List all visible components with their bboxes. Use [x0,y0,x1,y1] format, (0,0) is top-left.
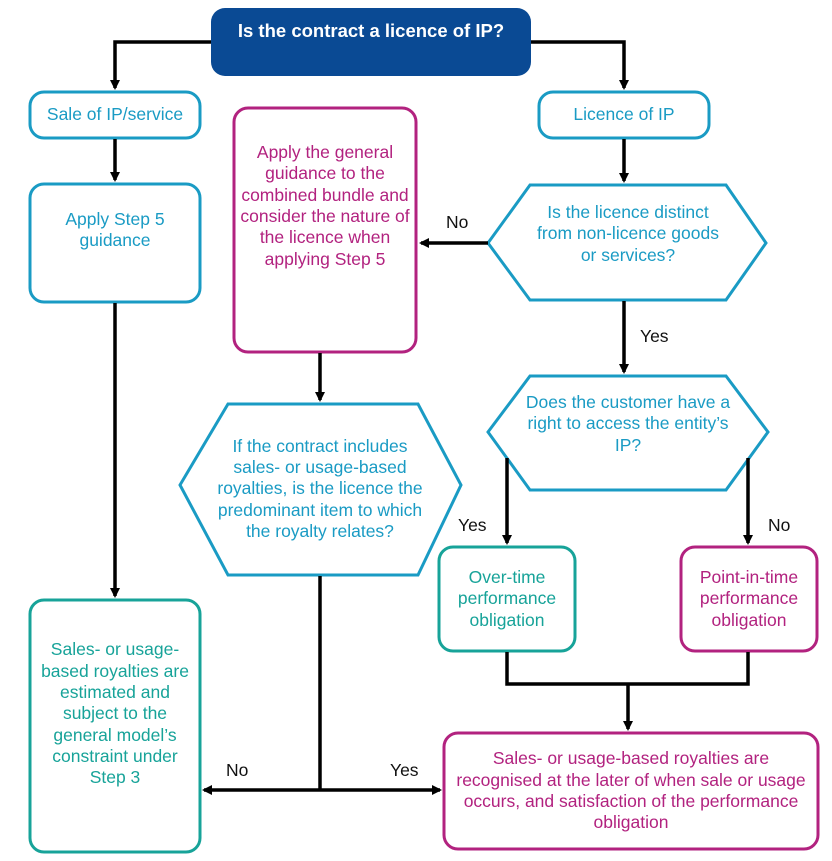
edge-label-access-yes: Yes [458,515,487,535]
predominant-node-text: If the contract includes sales- or usage… [217,435,423,542]
connectors [110,40,753,795]
header-question-text: Is the contract a licence of IP? [237,19,505,41]
sale-box-shape [28,90,202,140]
edge-label-predominant-no: No [226,760,249,780]
distinct-node-text: Is the licence distinct from non-licence… [537,201,719,265]
arrow-question-to-licence [531,40,629,90]
apply-general-node-text: Apply the general guidance to the combin… [240,141,410,269]
edge-label-access-no: No [768,515,791,535]
merge-line [505,652,750,686]
point-in-time-node-text: Point-in-time performance obligation [699,566,799,630]
sale-node-text: Sale of IP/service [46,104,184,125]
right-access-hexagon-shape [486,374,770,492]
apply-step5-box-shape [28,182,202,304]
estimated-node-text: Sales- or usage-based royalties are esti… [41,639,189,788]
right-access-node-text: Does the customer have a right to access… [525,391,731,455]
licence-box-shape [537,90,711,140]
recognised-box-shape [442,731,820,851]
over-time-node-text: Over-time performance obligation [457,566,557,630]
predominant-hexagon-shape [178,402,463,577]
header-question-shape [211,8,531,76]
apply-step5-node-text: Apply Step 5 guidance [65,208,165,250]
edge-label-distinct-yes: Yes [640,326,669,346]
licence-node-text: Licence of IP [573,104,675,125]
recognised-node-text: Sales- or usage-based royalties are reco… [456,748,806,833]
edge-label-predominant-yes: Yes [390,760,419,780]
apply-general-box-shape [232,106,418,354]
edge-label-distinct-no: No [446,212,469,232]
arrow-question-to-sale [110,40,211,90]
estimated-box-shape [28,598,202,854]
point-in-time-box-shape [679,545,819,653]
over-time-box-shape [437,545,577,653]
distinct-hexagon-shape [486,183,768,302]
